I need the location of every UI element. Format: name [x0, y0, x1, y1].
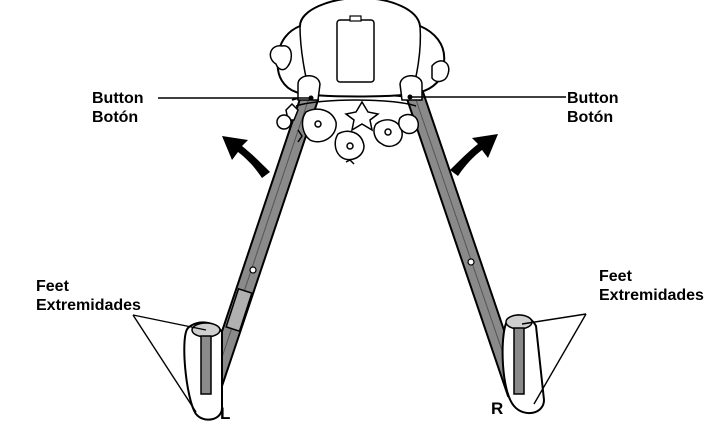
foot-right	[501, 314, 546, 415]
feet-left-label-en: Feet	[36, 278, 69, 295]
feet-right-label-en: Feet	[599, 268, 632, 285]
foot-left	[183, 321, 223, 421]
feet-right-label-es: Extremidades	[599, 287, 704, 304]
feet-left-label: Feet Extremidades	[36, 277, 141, 315]
button-right-label-es: Botón	[567, 109, 614, 126]
swing-seat	[269, 0, 450, 101]
button-left-label: Button Botón	[92, 89, 144, 127]
toy-mobile	[276, 93, 421, 165]
button-right-label: Button Botón	[567, 89, 619, 127]
button-right-label-en: Button	[567, 90, 619, 107]
feet-left-label-es: Extremidades	[36, 297, 141, 314]
curved-arrow-right	[450, 134, 498, 176]
curved-arrow-left	[222, 136, 270, 178]
button-left-label-es: Botón	[92, 109, 139, 126]
leader-lines	[132, 96, 587, 413]
button-left-label-en: Button	[92, 90, 144, 107]
side-marker-left: L	[220, 404, 231, 423]
side-marker-right: R	[491, 399, 504, 418]
feet-right-label: Feet Extremidades	[599, 267, 704, 305]
